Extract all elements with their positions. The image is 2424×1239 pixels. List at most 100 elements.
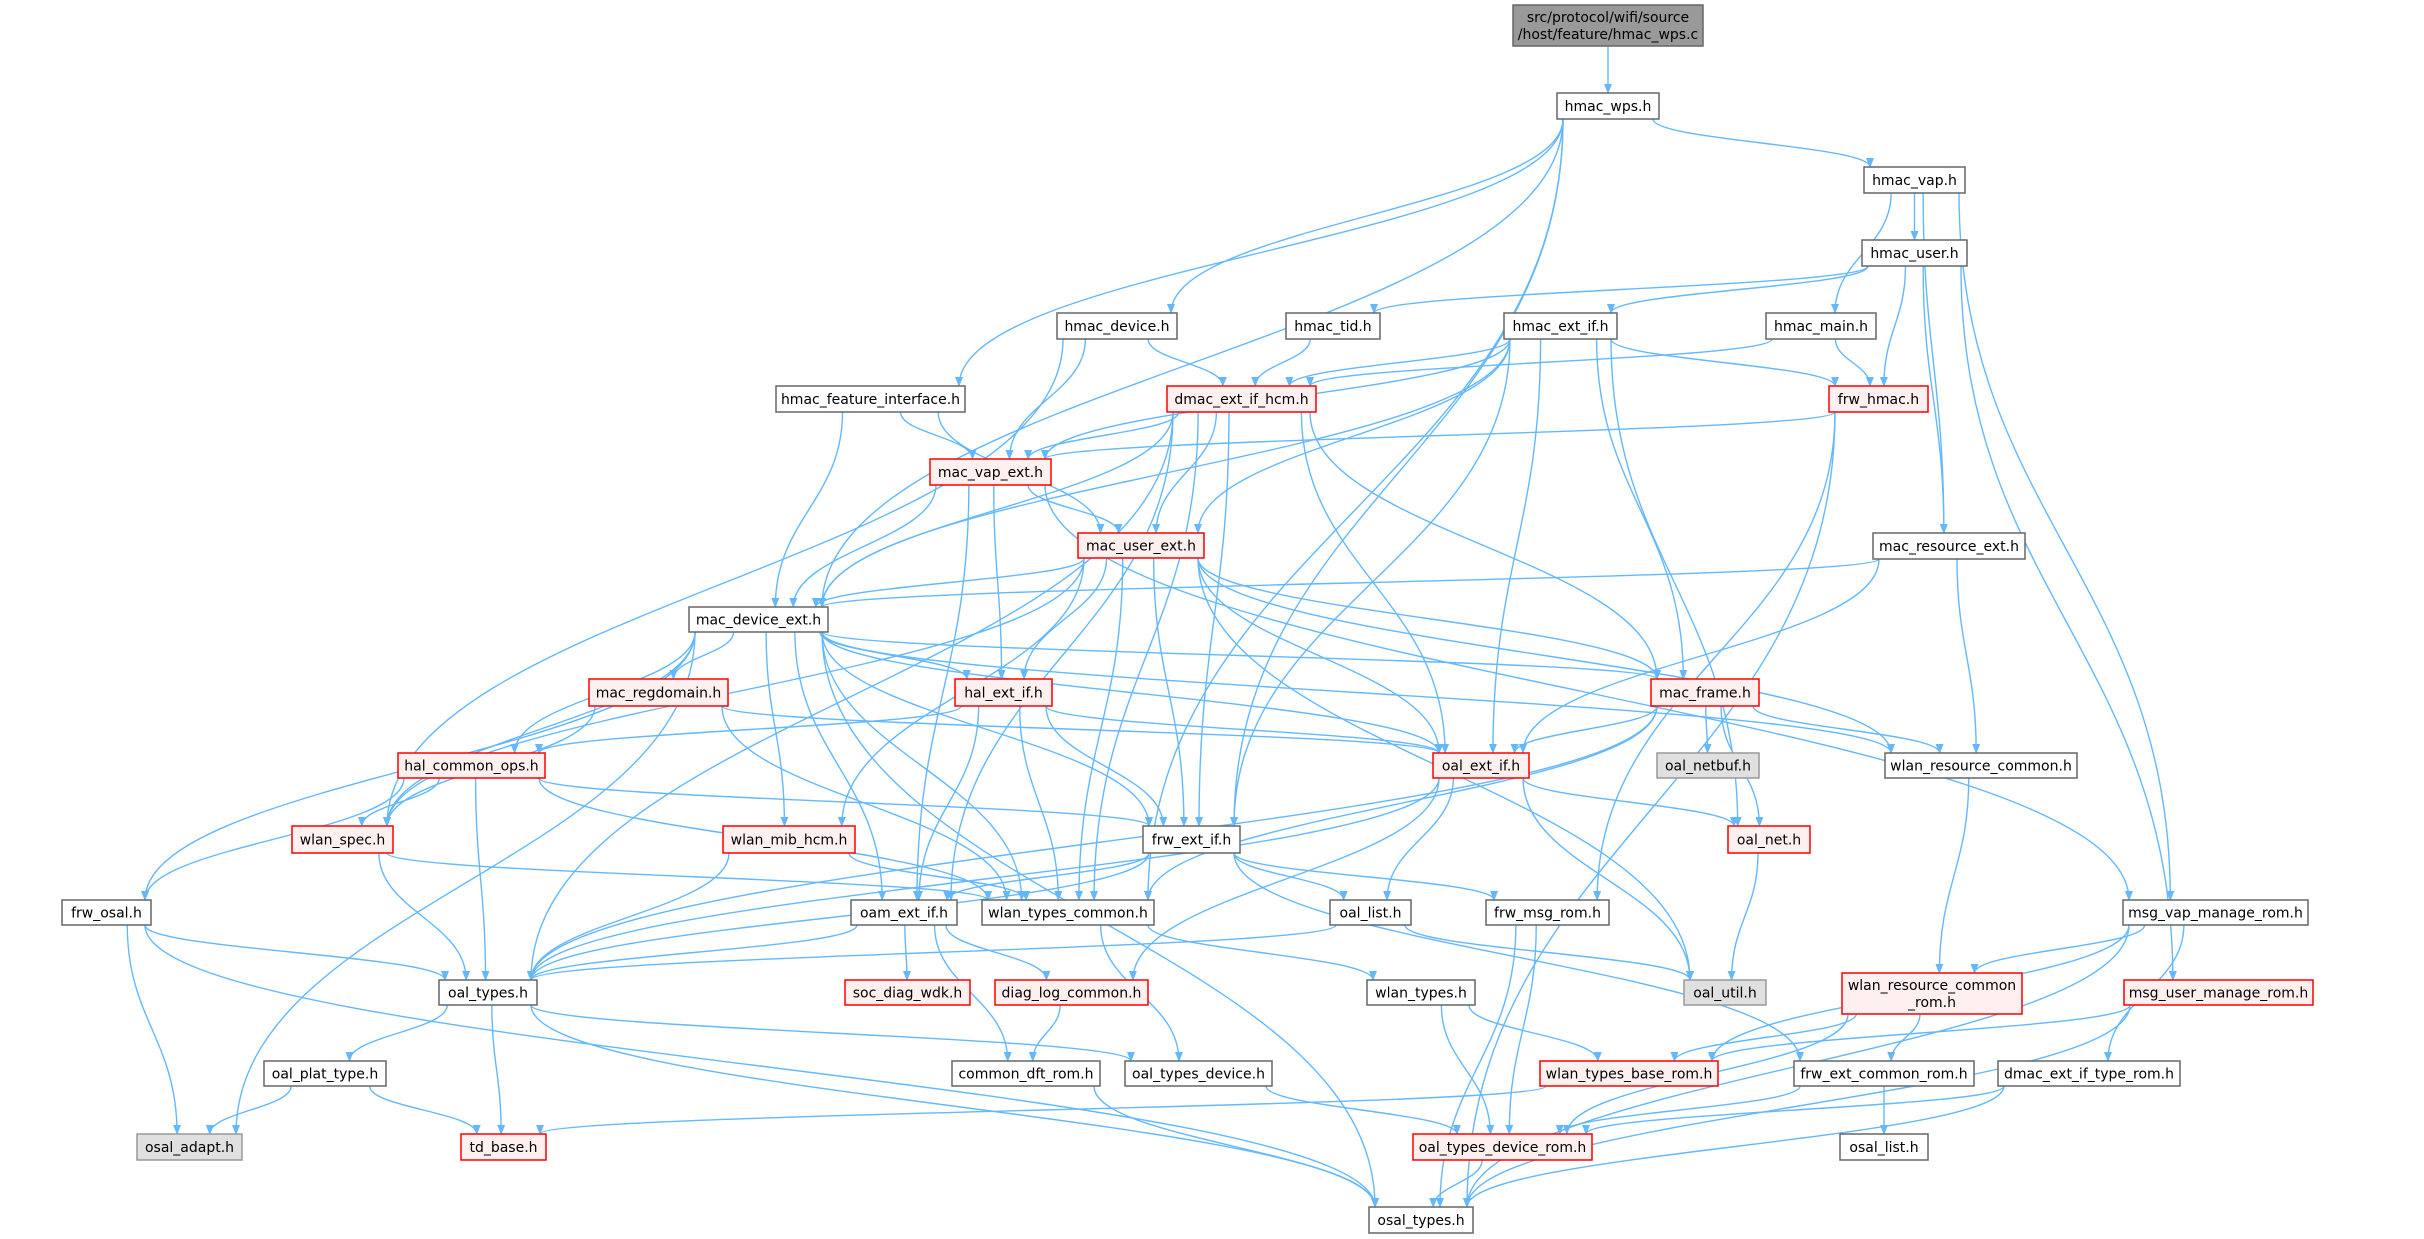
node-box: [1142, 825, 1241, 854]
node-box: [1412, 1133, 1593, 1161]
node-box: [981, 899, 1155, 926]
edge-wlan-spec-h-to-oal-types-h: [378, 852, 471, 981]
node-oal-netbuf-h[interactable]: oal_netbuf.h: [1656, 752, 1760, 779]
node-mac-frame-h[interactable]: mac_frame.h: [1650, 678, 1760, 707]
node-msg-user-manage-rom-h[interactable]: msg_user_manage_rom.h: [2123, 979, 2314, 1006]
edge-mac-device-ext-h-to-frw-ext-if-h: [821, 631, 1153, 827]
node-hmac-wps-h[interactable]: hmac_wps.h: [1556, 92, 1660, 120]
node-osal-types-h[interactable]: osal_types.h: [1368, 1206, 1474, 1234]
node-oal-net-h[interactable]: oal_net.h: [1727, 825, 1811, 854]
node-label: wlan_resource_common.h: [1890, 759, 2072, 775]
edge-mac-device-ext-h-to-wlan-resource-common-h: [821, 631, 1895, 754]
node-osal-adapt-h[interactable]: osal_adapt.h: [136, 1133, 243, 1161]
node-mac-vap-ext-h[interactable]: mac_vap_ext.h: [929, 458, 1052, 486]
node-box: [1793, 1060, 1975, 1087]
node-oam-ext-if-h[interactable]: oam_ext_if.h: [850, 899, 958, 926]
edge-hmac-ext-if-h-to-mac-frame-h: [1595, 338, 1688, 680]
node-label: hmac_device.h: [1064, 319, 1169, 335]
edge-mac-device-ext-h-to-hal-ext-if-h: [819, 631, 971, 680]
node-box: [1485, 899, 1610, 926]
node-td-base-h[interactable]: td_base.h: [460, 1133, 547, 1161]
edge-oal-list-h-to-oal-types-h: [527, 924, 1337, 981]
node-oal-ext-if-h[interactable]: oal_ext_if.h: [1432, 752, 1530, 779]
node-frw-ext-common-rom-h[interactable]: frw_ext_common_rom.h: [1793, 1060, 1975, 1087]
node-common-dft-rom-h[interactable]: common_dft_rom.h: [951, 1060, 1101, 1087]
node-oal-plat-type-h[interactable]: oal_plat_type.h: [263, 1060, 387, 1087]
node-hmac-user-h[interactable]: hmac_user.h: [1861, 239, 1968, 267]
node-frw-ext-if-h[interactable]: frw_ext_if.h: [1142, 825, 1241, 854]
edge-wlan-types-h-to-wlan-types-base-rom-h: [1468, 1004, 1602, 1062]
node-diag-log-common-h[interactable]: diag_log_common.h: [994, 979, 1149, 1006]
node-wlan-mib-hcm-h[interactable]: wlan_mib_hcm.h: [722, 825, 856, 854]
edge-wlan-mib-hcm-h-to-wlan-types-common-h: [848, 852, 1031, 901]
node-hmac-ext-if-h[interactable]: hmac_ext_if.h: [1503, 312, 1618, 340]
node-label: hmac_ext_if.h: [1512, 319, 1608, 335]
edge-hmac-wps-h-to-hmac-device-h: [1167, 118, 1564, 314]
node-box: [929, 458, 1052, 486]
edge-hmac-wps-h-to-wlan-types-common-h: [1144, 118, 1564, 901]
edge-frw-ext-common-rom-h-to-oal-types-device-rom-h: [1555, 1085, 1801, 1135]
node-hal-common-ops-h[interactable]: hal_common_ops.h: [397, 752, 546, 779]
node-hmac-tid-h[interactable]: hmac_tid.h: [1285, 312, 1381, 340]
edge-hal-common-ops-h-to-frw-ext-if-h: [538, 777, 1153, 827]
node-box: [954, 678, 1053, 707]
node-osal-list-h[interactable]: osal_list.h: [1839, 1133, 1929, 1161]
node-oal-types-device-h[interactable]: oal_types_device.h: [1124, 1060, 1273, 1087]
node-soc-diag-wdk-h[interactable]: soc_diag_wdk.h: [844, 979, 971, 1006]
node-box: [1056, 312, 1178, 340]
node-label: wlan_types_base_rom.h: [1546, 1067, 1713, 1083]
node-oal-list-h[interactable]: oal_list.h: [1329, 899, 1412, 926]
node-hmac-device-h[interactable]: hmac_device.h: [1056, 312, 1178, 340]
node-label: oam_ext_if.h: [860, 906, 948, 922]
node-wlan-spec-h[interactable]: wlan_spec.h: [291, 825, 394, 854]
node-wlan-resource-common-rom-h[interactable]: wlan_resource_common_rom.h: [1841, 972, 2023, 1015]
node-hmac-vap-h[interactable]: hmac_vap.h: [1863, 166, 1966, 194]
node-box: [688, 606, 829, 633]
edge-oam-ext-if-h-to-diag-log-common-h: [945, 924, 1051, 981]
node-mac-resource-ext-h[interactable]: mac_resource_ext.h: [1872, 532, 2026, 560]
node-wlan-types-h[interactable]: wlan_types.h: [1366, 979, 1476, 1006]
edge-oal-ext-if-h-to-oal-list-h: [1383, 777, 1455, 901]
edge-dmac-ext-if-hcm-h-to-mac-vap-ext-h: [1024, 411, 1180, 460]
node-box: [61, 899, 152, 926]
node-oal-types-device-rom-h[interactable]: oal_types_device_rom.h: [1412, 1133, 1593, 1161]
node-label: frw_ext_if.h: [1152, 833, 1231, 849]
node-mac-user-ext-h[interactable]: mac_user_ext.h: [1077, 532, 1205, 559]
edge-wlan-resource-common-h-to-wlan-resource-common-rom-h: [1935, 777, 1970, 974]
node-label: dmac_ext_if_hcm.h: [1174, 392, 1308, 408]
node-wlan-resource-common-h[interactable]: wlan_resource_common.h: [1884, 752, 2078, 779]
edge-hmac-feature-interface-h-to-mac-device-ext-h: [771, 411, 844, 608]
node-frw-msg-rom-h[interactable]: frw_msg_rom.h: [1485, 899, 1610, 926]
node-box: [291, 825, 394, 854]
node-label: _rom.h: [1907, 995, 1956, 1011]
nodes-layer: src/protocol/wifi/source/host/feature/hm…: [61, 4, 2314, 1234]
edge-mac-device-ext-h-to-mac-regdomain-h: [669, 631, 735, 680]
node-dmac-ext-if-hcm-h[interactable]: dmac_ext_if_hcm.h: [1166, 385, 1317, 413]
edge-hmac-wps-h-to-frw-ext-if-h: [1230, 118, 1564, 827]
edge-oal-ext-if-h-to-diag-log-common-h: [1128, 777, 1440, 981]
node-oal-util-h[interactable]: oal_util.h: [1683, 979, 1767, 1006]
node-frw-hmac-h[interactable]: frw_hmac.h: [1828, 385, 1929, 413]
node-msg-vap-manage-rom-h[interactable]: msg_vap_manage_rom.h: [2122, 899, 2309, 926]
node-hal-ext-if-h[interactable]: hal_ext_if.h: [954, 678, 1053, 707]
node-mac-regdomain-h[interactable]: mac_regdomain.h: [588, 678, 729, 707]
node-wlan-types-base-rom-h[interactable]: wlan_types_base_rom.h: [1539, 1060, 1719, 1087]
node-oal-types-h[interactable]: oal_types.h: [438, 979, 538, 1006]
node-root[interactable]: src/protocol/wifi/source/host/feature/hm…: [1512, 4, 1704, 47]
node-wlan-types-common-h[interactable]: wlan_types_common.h: [981, 899, 1155, 926]
node-hmac-main-h[interactable]: hmac_main.h: [1765, 312, 1877, 340]
node-label: td_base.h: [469, 1140, 537, 1156]
node-mac-device-ext-h[interactable]: mac_device_ext.h: [688, 606, 829, 633]
node-box: [722, 825, 856, 854]
node-hmac-feature-interface-h[interactable]: hmac_feature_interface.h: [775, 385, 966, 413]
edge-mac-user-ext-h-to-mac-device-ext-h: [811, 557, 1085, 608]
node-frw-osal-h[interactable]: frw_osal.h: [61, 899, 152, 926]
node-box: [850, 899, 958, 926]
node-dmac-ext-if-type-rom-h[interactable]: dmac_ext_if_type_rom.h: [1997, 1060, 2181, 1087]
node-label: wlan_resource_common: [1848, 978, 2016, 994]
node-box: [951, 1060, 1101, 1087]
node-box: [588, 678, 729, 707]
edge-common-dft-rom-h-to-osal-types-h: [1093, 1085, 1379, 1208]
node-label: oal_net.h: [1737, 833, 1801, 849]
edge-oam-ext-if-h-to-oal-types-h: [527, 924, 858, 981]
